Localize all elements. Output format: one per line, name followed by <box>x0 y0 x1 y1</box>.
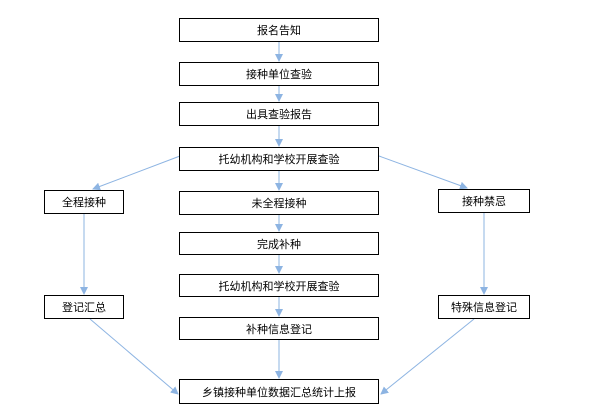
arrow-school-to-full <box>92 155 181 191</box>
node-school-check: 托幼机构和学校开展查验 <box>179 147 379 171</box>
node-school-check-again: 托幼机构和学校开展查验 <box>179 274 379 297</box>
node-incomplete: 未全程接种 <box>179 191 379 215</box>
node-catch-up-done: 完成补种 <box>179 232 379 255</box>
node-catch-up-register: 补种信息登记 <box>179 317 379 340</box>
arrow-summary-to-final <box>89 318 179 395</box>
arrow-school-to-contra <box>378 155 468 190</box>
node-signup-notice: 报名告知 <box>179 18 379 42</box>
node-special-register: 特殊信息登记 <box>438 295 530 319</box>
node-final-report: 乡镇接种单位数据汇总统计上报 <box>179 379 379 404</box>
node-unit-check: 接种单位查验 <box>179 62 379 86</box>
arrow-special-to-final <box>380 318 475 395</box>
node-register-summary: 登记汇总 <box>44 295 124 319</box>
node-full-course: 全程接种 <box>44 190 124 214</box>
node-issue-report: 出具查验报告 <box>179 102 379 126</box>
node-contraindication: 接种禁忌 <box>438 189 530 213</box>
